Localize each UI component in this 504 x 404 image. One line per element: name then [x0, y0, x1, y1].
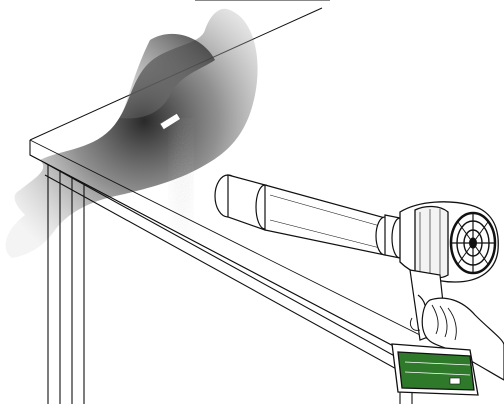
battery-pack: [391, 343, 479, 396]
battery-band: [397, 351, 475, 391]
table: [29, 139, 441, 404]
battery-indicator: [449, 377, 461, 385]
blower-tube: [214, 174, 409, 259]
fan-grille-icon: [449, 211, 497, 275]
hand: [409, 297, 504, 381]
dust-cloud: [5, 8, 258, 258]
